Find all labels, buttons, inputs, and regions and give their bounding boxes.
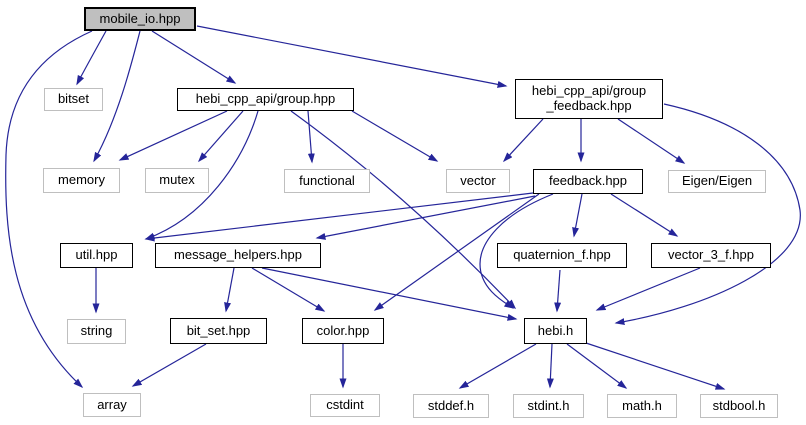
node-stdbool: stdbool.h — [700, 394, 778, 418]
node-mutex: mutex — [145, 168, 209, 193]
node-vector: vector — [446, 169, 510, 193]
node-array: array — [83, 393, 141, 417]
edge-group-to-vector — [351, 110, 439, 162]
node-cstdint: cstdint — [310, 394, 380, 417]
edge-hebi-to-stdint — [546, 343, 554, 389]
node-memory: memory — [43, 168, 120, 193]
node-feedback[interactable]: feedback.hpp — [533, 169, 643, 194]
node-color[interactable]: color.hpp — [302, 318, 384, 344]
edge-mobile_io-to-group_feedback — [196, 25, 508, 88]
edge-group_feedback-to-vector — [502, 118, 544, 163]
node-hebi[interactable]: hebi.h — [524, 318, 587, 344]
node-string: string — [67, 319, 126, 344]
edge-bit_set-to-array — [131, 343, 207, 387]
node-mobile_io: mobile_io.hpp — [84, 7, 196, 31]
node-stdint: stdint.h — [513, 394, 584, 418]
node-group[interactable]: hebi_cpp_api/group.hpp — [177, 88, 354, 111]
edge-feedback-to-quaternion — [572, 193, 583, 238]
edge-mobile_io-to-group — [151, 30, 237, 84]
node-math: math.h — [607, 394, 677, 418]
edge-group-to-util — [144, 110, 259, 240]
edge-group_feedback-to-hebi — [614, 103, 801, 326]
edge-message_helpers-to-color — [251, 267, 326, 312]
edge-group-to-functional — [307, 110, 315, 164]
edge-quaternion-to-hebi — [554, 269, 562, 313]
edge-feedback-to-util — [144, 192, 534, 242]
node-util[interactable]: util.hpp — [60, 243, 133, 268]
edge-feedback-to-hebi — [479, 193, 554, 309]
edge-group-to-memory — [118, 110, 228, 161]
edge-message_helpers-to-hebi — [261, 267, 518, 321]
node-stddef: stddef.h — [413, 394, 489, 418]
edge-hebi-to-stdbool — [585, 342, 726, 390]
edge-hebi-to-math — [566, 343, 628, 389]
edge-mobile_io-to-memory — [93, 30, 141, 163]
node-vector3f[interactable]: vector_3_f.hpp — [651, 243, 771, 268]
edge-hebi-to-stddef — [458, 343, 537, 389]
node-eigen: Eigen/Eigen — [668, 170, 766, 193]
edge-feedback-to-message_helpers — [315, 195, 536, 240]
node-message_helpers[interactable]: message_helpers.hpp — [155, 243, 321, 268]
edge-feedback-to-vector3f — [610, 193, 679, 237]
edge-mobile_io-to-bitset — [76, 30, 107, 86]
edge-group-to-mutex — [198, 110, 244, 163]
node-quaternion[interactable]: quaternion_f.hpp — [497, 243, 627, 268]
node-bit_set[interactable]: bit_set.hpp — [170, 318, 267, 344]
edge-message_helpers-to-bit_set — [224, 267, 235, 313]
node-functional: functional — [284, 169, 370, 193]
edge-mobile_io-to-array — [5, 30, 93, 389]
node-group_feedback[interactable]: hebi_cpp_api/group _feedback.hpp — [515, 79, 663, 119]
node-bitset: bitset — [44, 88, 103, 111]
edge-feedback-to-color — [373, 193, 540, 311]
edge-group-to-hebi — [290, 110, 517, 310]
edge-vector3f-to-hebi — [595, 267, 701, 311]
edge-group_feedback-to-eigen — [617, 118, 686, 164]
